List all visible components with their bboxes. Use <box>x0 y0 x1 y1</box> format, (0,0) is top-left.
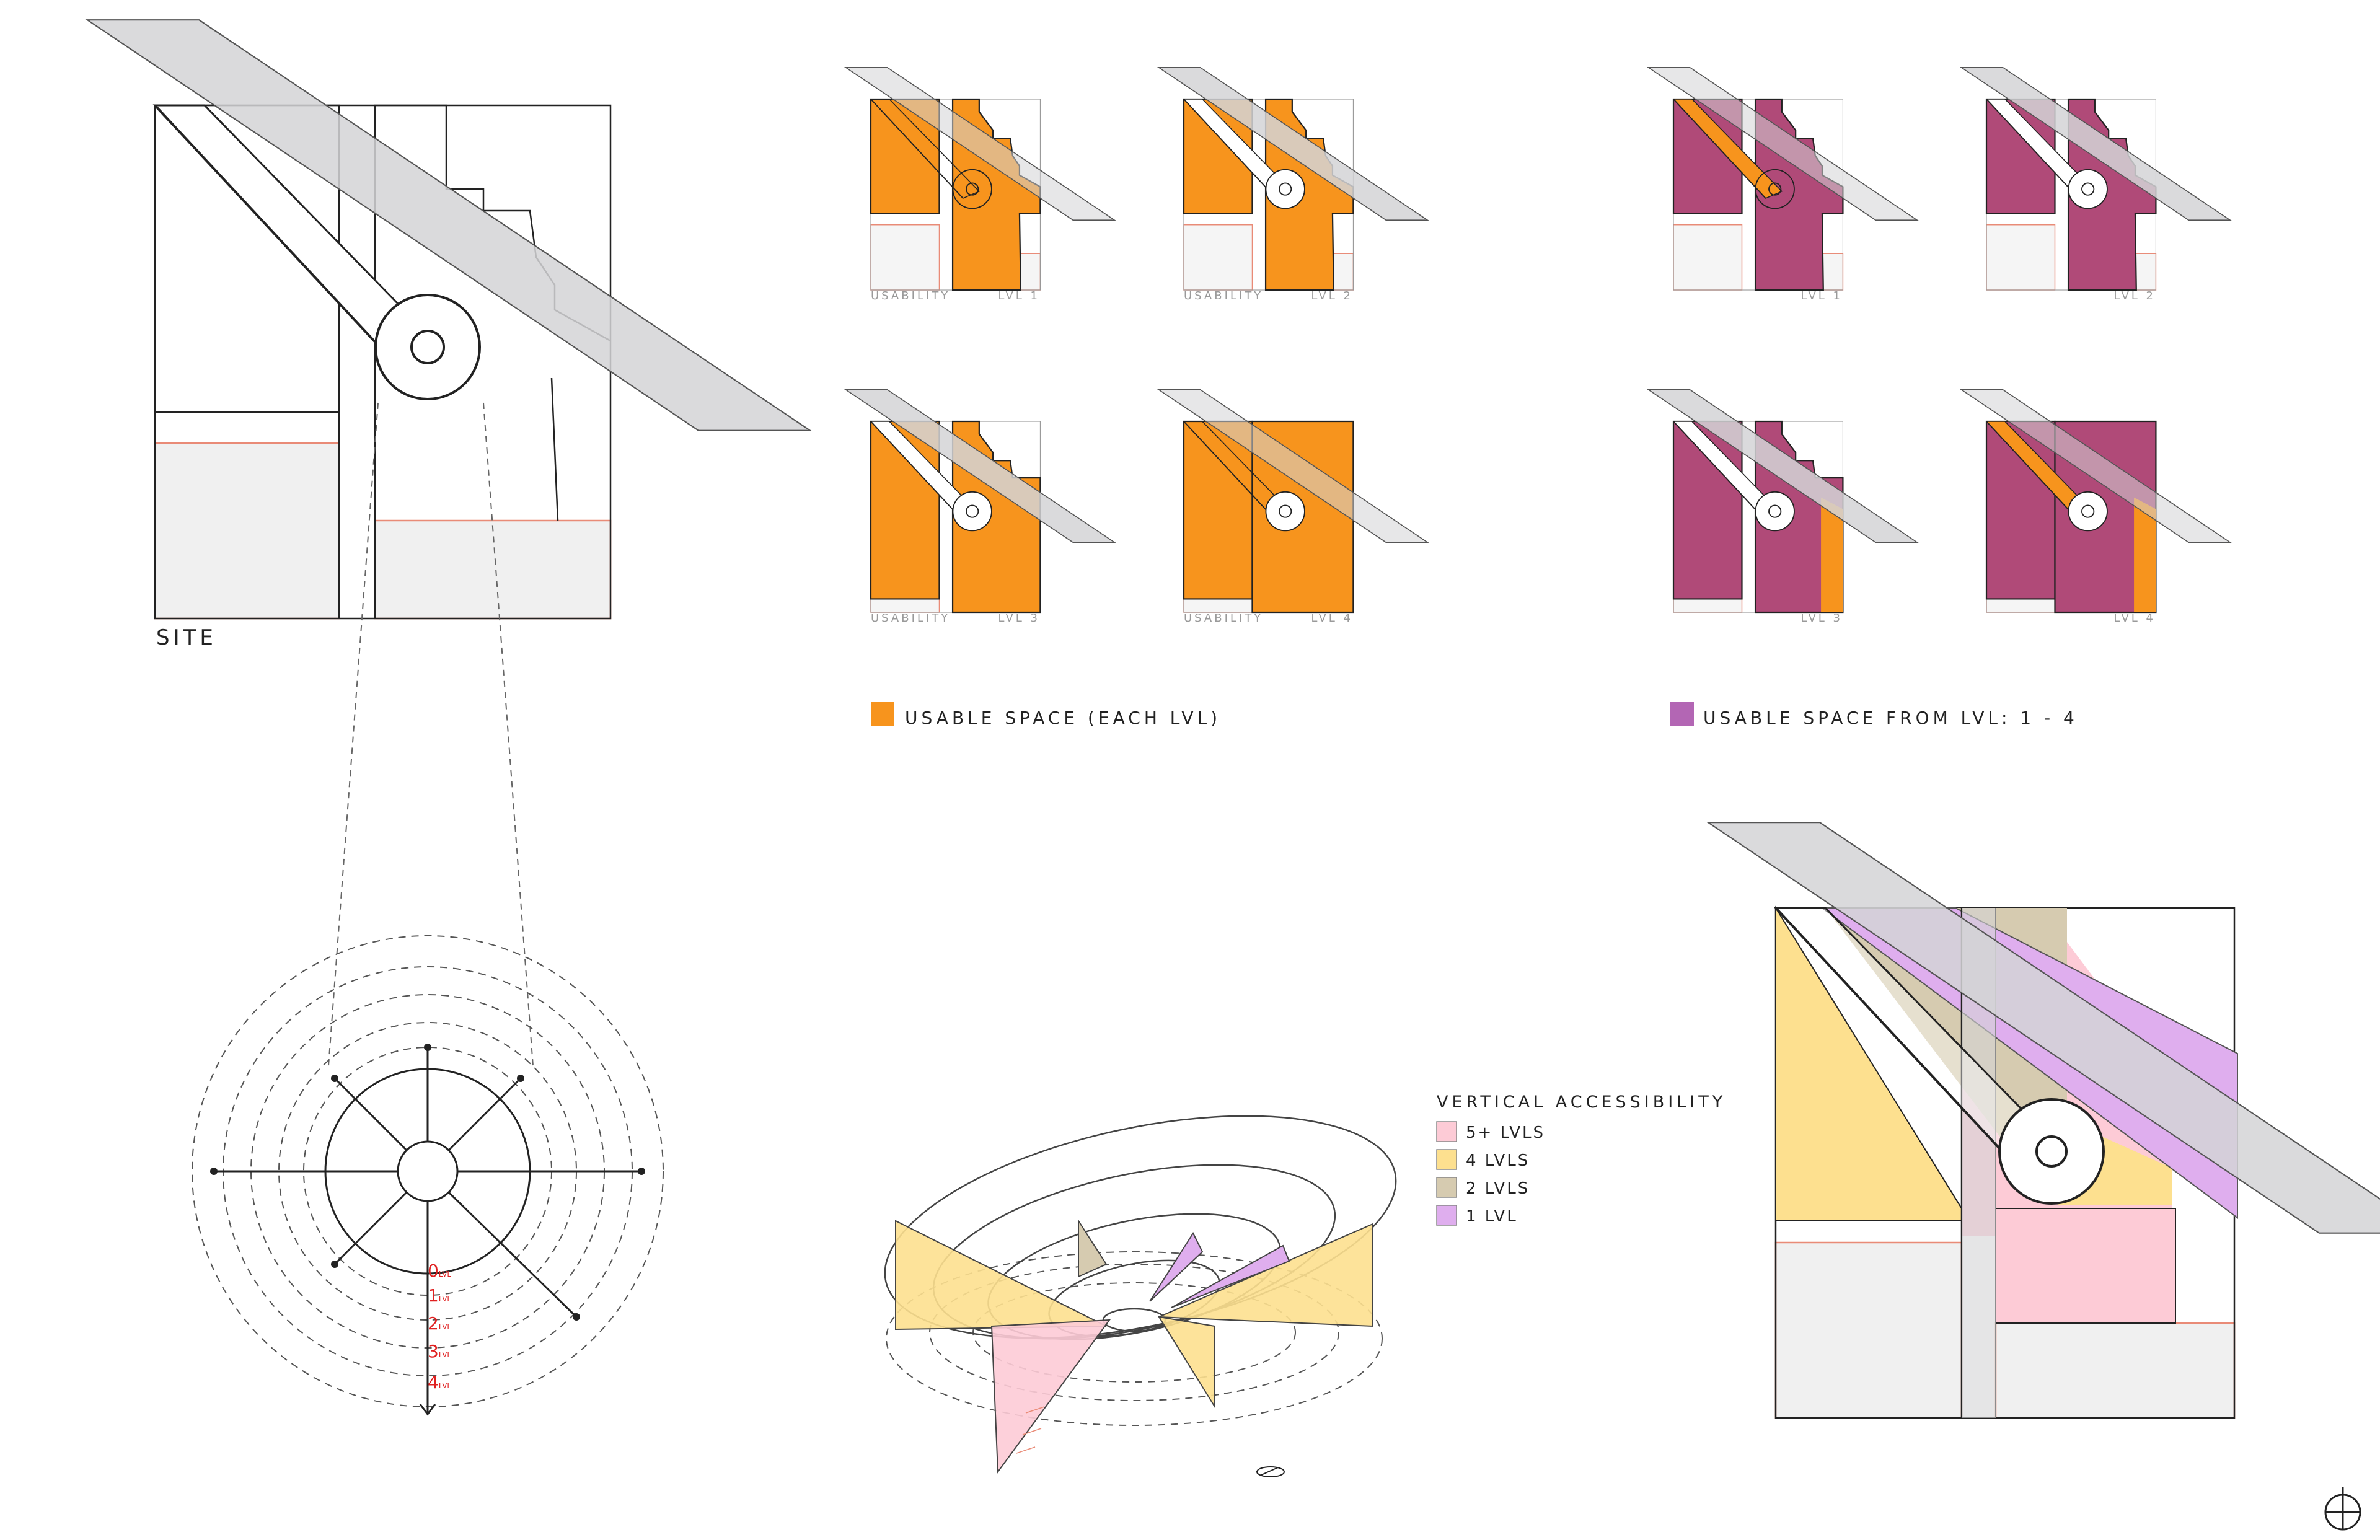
level-label: LVL 3 <box>998 612 1040 625</box>
composite-plan <box>1706 822 2380 1419</box>
svg-text:4LVL: 4LVL <box>428 1372 451 1393</box>
radial-diagram <box>192 935 664 1416</box>
va-label: 2 LVLS <box>1466 1179 1530 1198</box>
va-label: 1 LVL <box>1466 1207 1518 1226</box>
vertical-access-legend: VERTICAL ACCESSIBILITY 5+ LVLS 4 LVLS 2 LV… <box>1436 1093 1726 1226</box>
svg-text:1LVL: 1LVL <box>428 1285 451 1306</box>
level-panel-4 <box>1959 389 2232 614</box>
level-panel-1 <box>1646 66 1919 291</box>
usability-label: USABILITY <box>871 612 950 625</box>
level-label: LVL 4 <box>1311 612 1353 625</box>
svg-text:2LVL: 2LVL <box>428 1313 451 1334</box>
usable-space-from-levels: LVL 1 LVL 2 LVL 3 LVL 4 <box>1646 66 2232 625</box>
legend-each-label: USABLE SPACE (EACH LVL) <box>905 708 1221 728</box>
level-panel-3 <box>844 389 1116 614</box>
site-plan <box>86 19 811 620</box>
va-swatch <box>1436 1149 1457 1170</box>
svg-text:3LVL: 3LVL <box>428 1341 451 1362</box>
level-label: LVL 1 <box>1800 289 1843 302</box>
level-label: LVL 1 <box>998 289 1040 302</box>
va-swatch <box>1436 1205 1457 1226</box>
legend-from-levels: USABLE SPACE FROM LVL: 1 - 4 <box>1670 702 2078 728</box>
usable-space-each-level: USABILITY LVL 1 USABILITY LVL 2 USABILITY LVL… <box>844 66 1429 625</box>
level-label: LVL 4 <box>2113 612 2156 625</box>
legend-each-level: USABLE SPACE (EACH LVL) <box>871 702 1221 728</box>
level-panel-2 <box>1157 66 1429 291</box>
vertical-access-title: VERTICAL ACCESSIBILITY <box>1437 1093 1726 1112</box>
level-label: LVL 2 <box>1311 289 1353 302</box>
svg-text:0LVL: 0LVL <box>428 1261 451 1281</box>
legend-from-swatch <box>1670 702 1694 726</box>
level-label: LVL 3 <box>1800 612 1843 625</box>
va-swatch <box>1436 1121 1457 1142</box>
level-panel-2 <box>1959 66 2232 291</box>
usability-label: USABILITY <box>871 289 950 302</box>
legend-each-swatch <box>871 702 894 726</box>
usability-label: USABILITY <box>1184 289 1263 302</box>
va-label: 5+ LVLS <box>1466 1124 1545 1142</box>
level-panel-1 <box>844 66 1116 291</box>
vertical-access-3d <box>884 1115 1397 1477</box>
usability-label: USABILITY <box>1184 612 1263 625</box>
level-panel-4 <box>1157 389 1429 614</box>
level-label: LVL 2 <box>2113 289 2156 302</box>
legend-from-label: USABLE SPACE FROM LVL: 1 - 4 <box>1703 708 2078 728</box>
va-label: 4 LVLS <box>1466 1151 1530 1170</box>
radial-ring-labels: 0LVL 1LVL 2LVL 3LVL 4LVL <box>428 1261 451 1393</box>
level-panel-3 <box>1646 389 1919 614</box>
va-swatch <box>1436 1177 1457 1198</box>
north-arrow-icon <box>2324 1487 2361 1531</box>
site-label: SITE <box>156 625 217 650</box>
